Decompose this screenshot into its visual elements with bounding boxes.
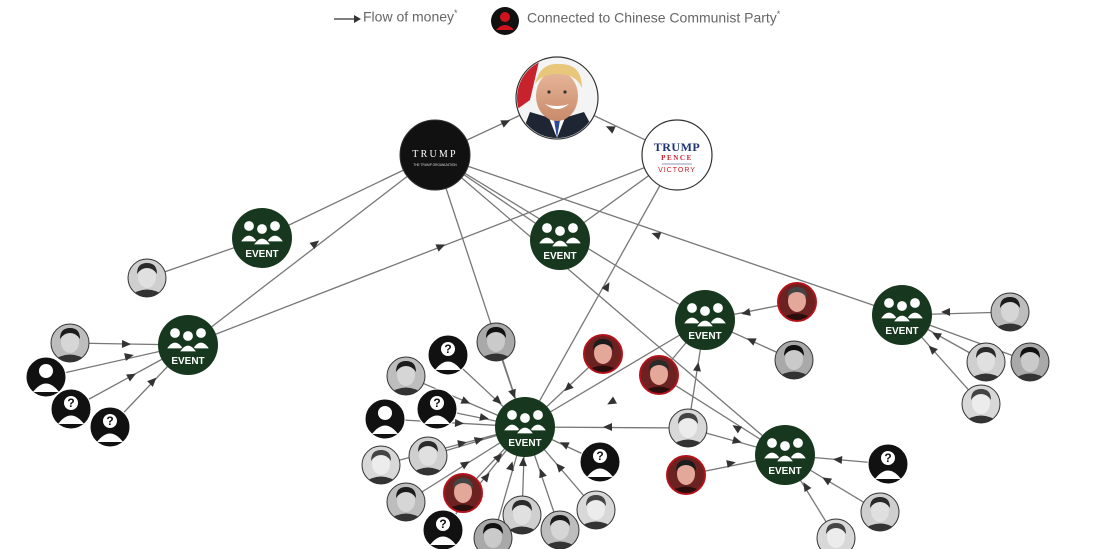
event-label: EVENT — [543, 251, 576, 262]
svg-text:?: ? — [433, 396, 440, 410]
legend-money-mark: * — [454, 8, 458, 18]
donald-trump-node[interactable] — [515, 56, 599, 140]
svg-text:?: ? — [596, 449, 603, 463]
person-nodes: ??????? — [25, 258, 1050, 549]
legend-ccp-mark: * — [776, 9, 781, 19]
svg-text:?: ? — [439, 517, 446, 531]
legend-money-label: Flow of money — [363, 8, 455, 25]
person-photo-icon[interactable] — [408, 436, 448, 476]
trump-organization-node[interactable]: TRUMP THE TRUMP ORGANIZATION — [399, 119, 471, 191]
person-photo-icon[interactable] — [540, 510, 580, 549]
event-node[interactable]: EVENT — [755, 425, 815, 485]
group-of-people-icon — [761, 436, 809, 463]
group-of-people-icon — [536, 221, 584, 248]
event-label: EVENT — [688, 331, 721, 342]
unknown-person-question-icon[interactable]: ? — [50, 388, 92, 430]
ccp-connected-person-photo-icon[interactable] — [583, 334, 623, 374]
person-photo-icon[interactable] — [990, 292, 1030, 332]
campaign-line-trump: TRUMP — [654, 140, 701, 154]
edge — [434, 154, 903, 316]
event-node[interactable]: EVENT — [675, 290, 735, 350]
event-label: EVENT — [885, 326, 918, 337]
person-photo-icon[interactable] — [816, 518, 856, 549]
ccp-connected-person-photo-icon[interactable] — [443, 473, 483, 513]
person-photo-icon[interactable] — [576, 490, 616, 530]
group-of-people-icon — [878, 296, 926, 323]
edge — [524, 319, 706, 428]
unknown-person-question-icon[interactable]: ? — [867, 443, 909, 485]
edge — [434, 154, 786, 456]
group-of-people-icon — [681, 301, 729, 328]
svg-text:?: ? — [67, 396, 74, 410]
legend-ccp-label: Connected to Chinese Communist Party — [527, 9, 777, 26]
event-node[interactable]: EVENT — [495, 397, 555, 457]
edge — [524, 154, 678, 428]
unknown-person-question-icon[interactable]: ? — [427, 334, 469, 376]
ccp-person-icon — [491, 7, 519, 35]
person-photo-icon[interactable] — [50, 323, 90, 363]
unknown-person-question-icon[interactable]: ? — [416, 388, 458, 430]
arrow-icon — [334, 15, 361, 23]
campaign-line-pence: PENCE — [661, 154, 693, 162]
event-node[interactable]: EVENT — [530, 210, 590, 270]
trump-org-subtitle: THE TRUMP ORGANIZATION — [413, 163, 457, 167]
ccp-connected-person-photo-icon[interactable] — [666, 455, 706, 495]
flow-arrowheads — [121, 120, 950, 493]
trump-pence-campaign-node[interactable]: TRUMP PENCE VICTORY — [641, 119, 713, 191]
unknown-person-question-icon[interactable]: ? — [422, 509, 464, 549]
person-photo-icon[interactable] — [361, 445, 401, 485]
event-node[interactable]: EVENT — [872, 285, 932, 345]
person-photo-icon[interactable] — [502, 495, 542, 535]
event-node[interactable]: EVENT — [158, 315, 218, 375]
person-photo-icon[interactable] — [127, 258, 167, 298]
event-label: EVENT — [171, 356, 204, 367]
person-silhouette-icon[interactable] — [25, 356, 67, 398]
person-silhouette-icon[interactable] — [364, 398, 406, 440]
event-node[interactable]: EVENT — [232, 208, 292, 268]
event-label: EVENT — [508, 438, 541, 449]
person-photo-icon[interactable] — [386, 356, 426, 396]
person-photo-icon[interactable] — [774, 340, 814, 380]
trump-org-title: TRUMP — [412, 149, 457, 160]
unknown-person-question-icon[interactable]: ? — [579, 441, 621, 483]
campaign-line-victory: VICTORY — [658, 167, 696, 174]
group-of-people-icon — [164, 326, 212, 353]
event-label: EVENT — [768, 466, 801, 477]
group-of-people-icon — [238, 219, 286, 246]
edge — [187, 154, 678, 346]
person-photo-icon[interactable] — [860, 492, 900, 532]
svg-text:?: ? — [444, 342, 451, 356]
person-photo-icon[interactable] — [386, 482, 426, 522]
person-photo-icon[interactable] — [668, 408, 708, 448]
person-photo-icon[interactable] — [476, 322, 516, 362]
group-of-people-icon — [501, 408, 549, 435]
svg-text:?: ? — [106, 414, 113, 428]
event-nodes: EVENT EVENT EVENT EVENT EVENT EVENT EVENT — [158, 208, 932, 485]
ccp-connected-person-photo-icon[interactable] — [777, 282, 817, 322]
unknown-person-question-icon[interactable]: ? — [89, 406, 131, 448]
person-photo-icon[interactable] — [473, 518, 513, 549]
legend: Flow of money* Connected to Chinese Comm… — [0, 6, 1102, 35]
event-label: EVENT — [245, 249, 278, 260]
edge — [187, 154, 436, 346]
person-photo-icon[interactable] — [961, 384, 1001, 424]
svg-text:?: ? — [884, 451, 891, 465]
ccp-connected-person-photo-icon[interactable] — [639, 355, 679, 395]
person-photo-icon[interactable] — [966, 342, 1006, 382]
person-photo-icon[interactable] — [1010, 342, 1050, 382]
